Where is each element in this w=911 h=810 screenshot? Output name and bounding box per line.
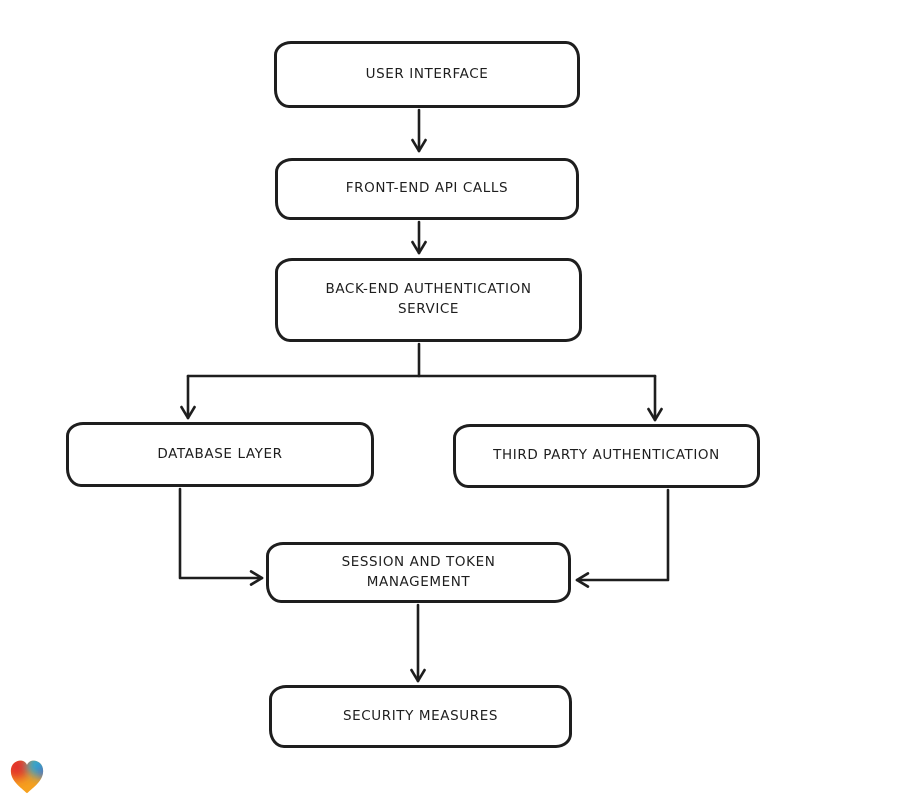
heart-icon — [10, 760, 44, 794]
node-security-measures-label: SECURITY MEASURES — [342, 707, 499, 724]
node-back-end-authentication-service-label: BACK-END AUTHENTICATION SERVICE — [325, 281, 532, 317]
node-user-interface-label: USER INTERFACE — [365, 65, 489, 82]
node-front-end-api-calls-label: FRONT-END API CALLS — [345, 180, 509, 197]
node-session-and-token-management-label: SESSION AND TOKEN MANAGEMENT — [341, 553, 496, 590]
node-front-end-api-calls: FRONT-END API CALLS — [275, 158, 579, 220]
node-third-party-authentication-label: THIRD PARTY AUTHENTICATION — [493, 447, 720, 464]
node-database-layer-label: DATABASE LAYER — [157, 445, 283, 462]
node-back-end-authentication-service: BACK-END AUTHENTICATION SERVICE — [275, 258, 582, 342]
node-security-measures: SECURITY MEASURES — [269, 685, 572, 748]
node-user-interface: USER INTERFACE — [274, 41, 580, 108]
heart-logo[interactable] — [8, 758, 46, 798]
node-third-party-authentication: THIRD PARTY AUTHENTICATION — [453, 424, 760, 488]
node-database-layer: DATABASE LAYER — [66, 422, 374, 487]
node-session-and-token-management: SESSION AND TOKEN MANAGEMENT — [266, 542, 571, 603]
